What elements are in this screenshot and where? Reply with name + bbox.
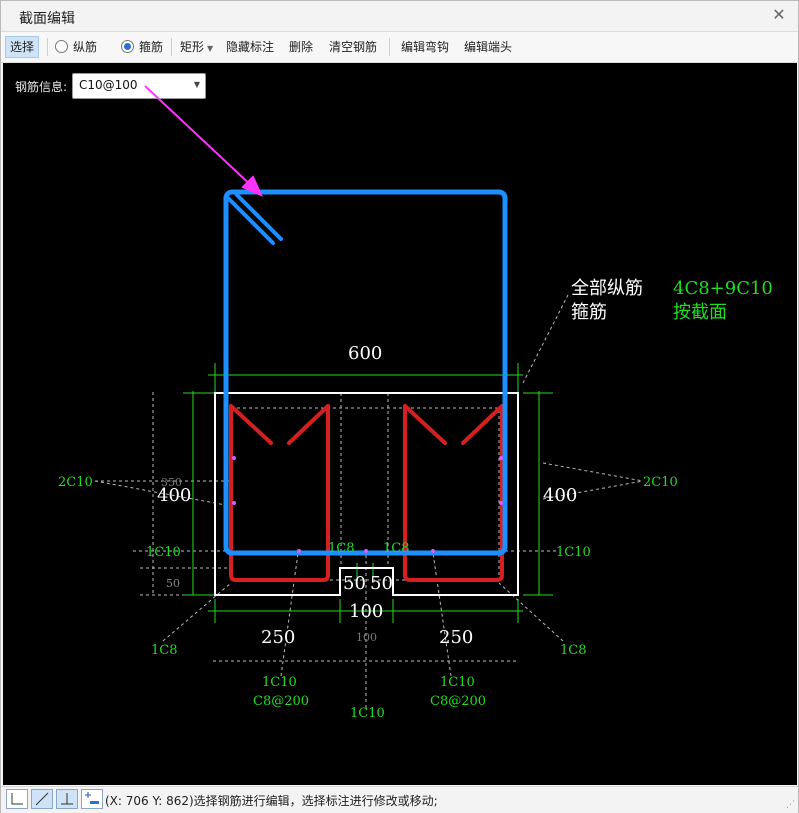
- rebar-point[interactable]: [499, 501, 503, 505]
- right-hook-a[interactable]: [403, 404, 447, 445]
- left-2c10-label[interactable]: 2C10: [58, 475, 93, 490]
- right-1c10-label[interactable]: 1C10: [556, 545, 591, 560]
- dashed-guides: [94, 294, 644, 708]
- longitudinal-label: 纵筋: [73, 40, 98, 54]
- rebar-point[interactable]: [499, 456, 503, 460]
- stirrup-hook-line[interactable]: [235, 193, 283, 241]
- summary-all-value[interactable]: 4C8+9C10: [673, 278, 773, 299]
- rebar-points[interactable]: [232, 456, 503, 553]
- rebar-point[interactable]: [431, 549, 435, 553]
- arrow-head-icon: [241, 175, 263, 197]
- arrow-shaft: [144, 85, 256, 190]
- bottom-left-c8-label[interactable]: C8@200: [253, 694, 309, 709]
- bottom-mid-1c10-label[interactable]: 1C10: [350, 706, 385, 721]
- dashed-line: [542, 462, 644, 482]
- stirrup-hook-line[interactable]: [227, 197, 275, 245]
- mid-1c8-b-label[interactable]: 1C8: [383, 541, 410, 556]
- bottom-right-1c10-label[interactable]: 1C10: [440, 675, 475, 690]
- dashed-line: [522, 294, 569, 384]
- mid-1c8-a-label[interactable]: 1C8: [328, 541, 355, 556]
- toolbar: 选择 纵筋 箍筋 矩形▼ 隐藏标注 删除 清空钢筋 编辑弯钩 编辑端头: [1, 32, 798, 63]
- rebar-point[interactable]: [232, 456, 236, 460]
- section-outline[interactable]: [214, 392, 519, 596]
- dim-250-right-label[interactable]: 250: [439, 627, 473, 648]
- rebar-point[interactable]: [364, 549, 368, 553]
- dim-100-label[interactable]: 100: [349, 601, 383, 622]
- left-hook-b[interactable]: [287, 404, 330, 445]
- dim-100-small-label[interactable]: 100: [356, 631, 377, 644]
- angle-snap-icon[interactable]: [6, 789, 28, 809]
- selected-stirrup[interactable]: [223, 189, 508, 556]
- dashed-line: [94, 480, 232, 507]
- chevron-down-icon: ▼: [207, 44, 214, 53]
- delete-button[interactable]: 删除: [289, 40, 314, 54]
- edit-hook-button[interactable]: 编辑弯钩: [401, 40, 450, 54]
- rebar-point[interactable]: [232, 501, 236, 505]
- magenta-arrow: [144, 85, 263, 197]
- toolbar-separator: [47, 38, 48, 56]
- drawing-canvas[interactable]: 钢筋信息: C10@100 ▼: [3, 63, 797, 785]
- right-cage[interactable]: [403, 404, 504, 582]
- dim-400-right-label[interactable]: 400: [543, 485, 577, 506]
- toolbar-separator: [171, 38, 172, 56]
- dim-250-left-label[interactable]: 250: [261, 627, 295, 648]
- dim-50-left-label[interactable]: 50: [166, 577, 180, 590]
- dashed-line: [498, 582, 564, 642]
- hide-annotation-button[interactable]: 隐藏标注: [226, 40, 275, 54]
- dim-600-label[interactable]: 600: [348, 343, 382, 364]
- summary-stirrup-value[interactable]: 按截面: [673, 302, 727, 323]
- left-cage[interactable]: [229, 404, 330, 582]
- rect-dropdown[interactable]: 矩形▼: [180, 37, 213, 57]
- radio-on-icon: [121, 40, 134, 53]
- stirrup-hook[interactable]: [227, 193, 283, 245]
- window-title: 截面编辑: [19, 11, 75, 27]
- chevron-down-icon: ▼: [193, 80, 200, 89]
- red-rebar-cages[interactable]: [229, 404, 504, 582]
- right-2c10-label[interactable]: 2C10: [643, 475, 678, 490]
- dim-50-a-label[interactable]: 50: [343, 573, 366, 594]
- status-bar: (X: 706 Y: 862)选择钢筋进行编辑，选择标注进行修改或移动; ⋰: [1, 786, 798, 813]
- rebar-info-select[interactable]: C10@100 ▼: [72, 73, 206, 99]
- rebar-info-value: C10@100: [79, 78, 138, 92]
- drawing-labels[interactable]: 600 全部纵筋 4C8+9C10 箍筋 按截面 2C10 2C10 350 4…: [58, 278, 773, 721]
- select-button[interactable]: 选择: [5, 36, 40, 58]
- clear-rebar-button[interactable]: 清空钢筋: [329, 40, 378, 54]
- dim-50-b-label[interactable]: 50: [370, 573, 393, 594]
- dashed-line: [542, 480, 644, 500]
- summary-all-label[interactable]: 全部纵筋: [571, 278, 643, 299]
- dashed-line: [162, 582, 232, 642]
- section-drawing[interactable]: 600 全部纵筋 4C8+9C10 箍筋 按截面 2C10 2C10 350 4…: [3, 63, 797, 785]
- dim-350-label[interactable]: 350: [161, 476, 182, 489]
- left-1c10-label[interactable]: 1C10: [146, 545, 181, 560]
- status-text: (X: 706 Y: 862)选择钢筋进行编辑，选择标注进行修改或移动;: [105, 794, 438, 808]
- left-1c8-label[interactable]: 1C8: [151, 643, 178, 658]
- stirrup-radio[interactable]: 箍筋: [121, 37, 163, 57]
- rebar-point[interactable]: [297, 549, 301, 553]
- rect-label: 矩形: [180, 40, 205, 54]
- summary-stirrup-label[interactable]: 箍筋: [571, 302, 607, 323]
- perpendicular-icon[interactable]: [56, 789, 78, 809]
- left-hook-a[interactable]: [229, 404, 273, 445]
- rebar-info-label: 钢筋信息:: [15, 80, 68, 94]
- right-hook-b[interactable]: [461, 404, 504, 445]
- edit-end-button[interactable]: 编辑端头: [464, 40, 513, 54]
- title-bar: 截面编辑 ✕: [1, 1, 798, 32]
- resize-grip-icon[interactable]: ⋰: [786, 800, 795, 810]
- close-icon[interactable]: ✕: [772, 5, 786, 24]
- radio-off-icon: [55, 40, 68, 53]
- bottom-right-c8-label[interactable]: C8@200: [430, 694, 486, 709]
- add-point-icon[interactable]: [81, 789, 103, 809]
- dim-400-left-label[interactable]: 400: [157, 485, 191, 506]
- dimension-lines: [183, 363, 553, 623]
- bottom-left-1c10-label[interactable]: 1C10: [262, 675, 297, 690]
- longitudinal-radio[interactable]: 纵筋: [55, 37, 97, 57]
- dashed-line: [432, 552, 452, 677]
- stirrup-label: 箍筋: [139, 40, 164, 54]
- toolbar-separator: [389, 38, 390, 56]
- right-1c8-label[interactable]: 1C8: [560, 643, 587, 658]
- dashed-line: [280, 552, 299, 677]
- diagonal-line-icon[interactable]: [31, 789, 53, 809]
